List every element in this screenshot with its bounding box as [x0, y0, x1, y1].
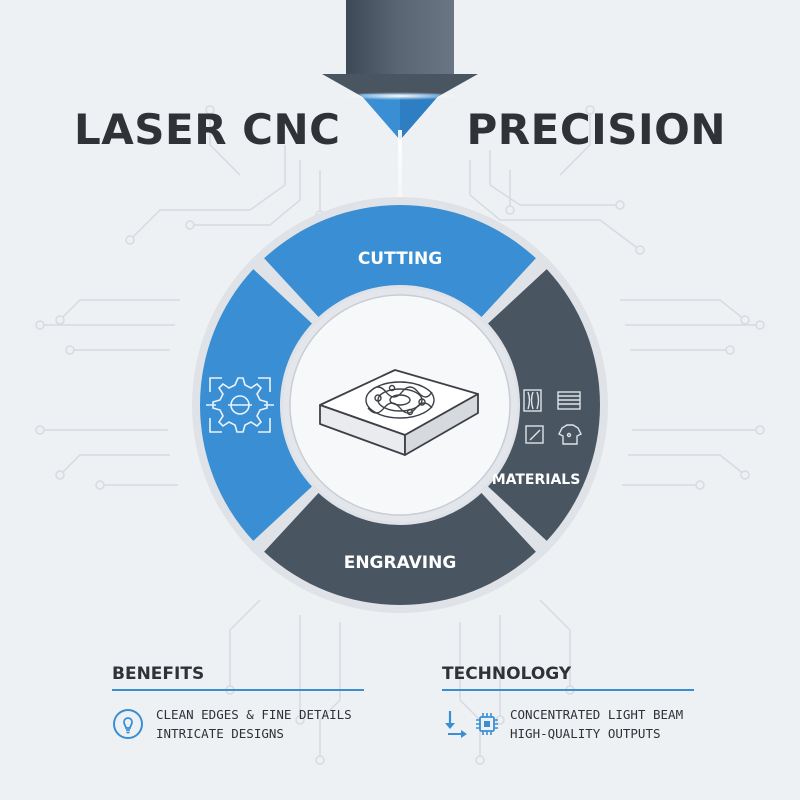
- benefit-item: INTRICATE DESIGNS: [156, 726, 284, 741]
- title-precision: PRECISION: [466, 105, 726, 154]
- technology-list: CONCENTRATED LIGHT BEAM HIGH-QUALITY OUT…: [510, 705, 683, 743]
- laser-beam: [398, 130, 402, 220]
- ring-label-cutting: CUTTING: [358, 249, 442, 269]
- material-wood-icon: [523, 389, 542, 412]
- material-acrylic-icon: [525, 425, 544, 444]
- benefits-heading: BENEFITS: [112, 664, 364, 691]
- technology-section: TECHNOLOGY CONCENTRATED LIGHT BEAM HIGH-…: [442, 664, 694, 743]
- ring-segment-cutting: [264, 204, 536, 317]
- benefits-list: CLEAN EDGES & FINE DETAILS INTRICATE DES…: [156, 705, 352, 743]
- laser-arrow-icon: [442, 709, 468, 739]
- lightbulb-icon: [112, 708, 144, 740]
- ring-segment-materials: [488, 269, 600, 541]
- gear-design-icon: [206, 377, 274, 433]
- benefits-section: BENEFITS CLEAN EDGES & FINE DETAILS INTR…: [112, 664, 364, 743]
- circuit-nodes: [35, 105, 765, 765]
- ring-segment-design: [200, 269, 312, 541]
- laser-glow: [340, 92, 460, 100]
- laser-head-icon: [322, 0, 478, 140]
- ring-segment-engraving: [264, 493, 536, 605]
- technology-item: CONCENTRATED LIGHT BEAM: [510, 707, 684, 722]
- technology-item: HIGH-QUALITY OUTPUTS: [510, 726, 661, 741]
- engraved-plate-icon: [319, 369, 479, 456]
- material-fabric-icon: [558, 424, 582, 445]
- process-ring: CUTTING MATERIALS ENGRAVING: [200, 204, 600, 605]
- benefit-item: CLEAN EDGES & FINE DETAILS: [156, 707, 352, 722]
- chip-icon: [474, 711, 500, 737]
- technology-heading: TECHNOLOGY: [442, 664, 694, 691]
- ring-label-engraving: ENGRAVING: [344, 553, 457, 573]
- material-metal-icon: [557, 391, 581, 410]
- circuit-traces: [40, 110, 760, 760]
- ring-label-materials: MATERIALS: [492, 472, 581, 488]
- title-laser-cnc: LASER CNC: [74, 105, 341, 154]
